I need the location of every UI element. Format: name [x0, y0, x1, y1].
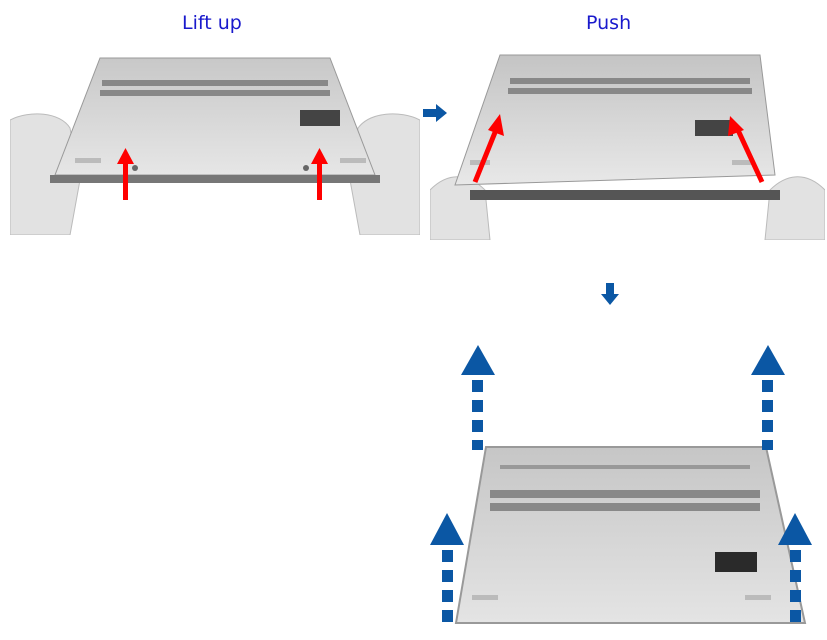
label-sticker [695, 120, 733, 136]
laptop-bottom-cover [454, 54, 776, 186]
red-arrow-diagonal-right-icon [728, 116, 765, 184]
blue-dashed-arrow-bottom-left-icon [430, 513, 464, 622]
step-1-lift-up-image [10, 50, 420, 235]
label-sticker [715, 552, 757, 572]
step-2-push-image [430, 50, 825, 240]
step-3-remove-cover-image [420, 340, 825, 640]
red-arrow-up-right-icon [311, 148, 328, 200]
flow-arrow-down-icon [601, 283, 619, 305]
step-2-caption: Push [586, 12, 632, 34]
flow-arrow-right-icon [423, 104, 447, 122]
blue-dashed-arrow-top-right-icon [751, 345, 785, 450]
blue-dashed-arrow-top-left-icon [461, 345, 495, 450]
step-1-caption: Lift up [182, 12, 242, 34]
blue-dashed-arrow-bottom-right-icon [778, 513, 812, 622]
red-arrow-diagonal-left-icon [472, 114, 504, 183]
label-sticker [300, 110, 340, 126]
red-arrow-up-left-icon [117, 148, 134, 200]
